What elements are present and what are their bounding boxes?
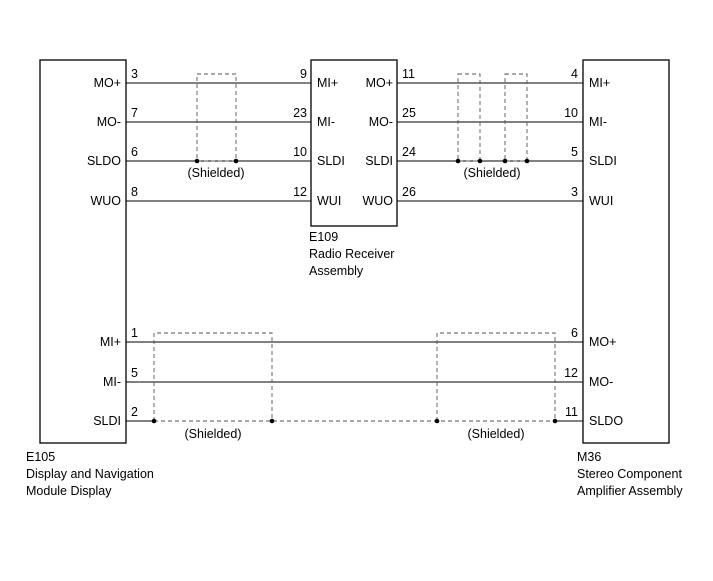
pin-label: WUI [589, 194, 613, 208]
lower-shields [151, 332, 558, 424]
shield-junction-dot [194, 158, 200, 164]
pin-number: 8 [131, 185, 138, 199]
pin-number: 1 [131, 326, 138, 340]
shield-right-upper-b [504, 73, 528, 162]
pin-label: SLDO [589, 414, 623, 428]
lower-wires [126, 341, 583, 422]
pin-number: 3 [571, 185, 578, 199]
shield-junction-dot [455, 158, 461, 164]
pin-number: 24 [402, 145, 416, 159]
shield-junction-dot [233, 158, 239, 164]
shield-junction-dot [524, 158, 530, 164]
shield-label: (Shielded) [188, 166, 245, 180]
shield-label: (Shielded) [185, 427, 242, 441]
pin-number: 10 [293, 145, 307, 159]
pin-label: WUI [317, 194, 341, 208]
e109-left-pins: MI+ 9 MI- 23 SLDI 10 WUI 12 [293, 67, 345, 208]
shield-label: (Shielded) [464, 166, 521, 180]
pin-label: MI- [317, 115, 335, 129]
component-e105-box [39, 59, 127, 444]
pin-label: MO- [369, 115, 393, 129]
component-m36-box [582, 59, 670, 444]
component-code: E109 [309, 230, 338, 244]
pin-label: MI+ [317, 76, 338, 90]
component-name-line1: Display and Navigation [26, 467, 154, 481]
pin-label: MO+ [94, 76, 121, 90]
m36-lower-pins: MO+ 6 MO- 12 SLDO 11 [564, 326, 623, 428]
pin-label: SLDO [87, 154, 121, 168]
component-code: E105 [26, 450, 55, 464]
shield-junction-dot [552, 418, 558, 424]
pin-number: 3 [131, 67, 138, 81]
pin-label: WUO [90, 194, 121, 208]
shield-junction-dot [477, 158, 483, 164]
pin-label: SLDI [317, 154, 345, 168]
shield-right-upper-a [457, 73, 481, 162]
shield-junction-dot [502, 158, 508, 164]
pin-label: WUO [362, 194, 393, 208]
pin-number: 6 [131, 145, 138, 159]
shield-left-upper [196, 73, 237, 162]
pin-label: MI+ [589, 76, 610, 90]
shield-junction-dot [269, 418, 275, 424]
pin-number: 10 [564, 106, 578, 120]
shield-junction-dot [151, 418, 157, 424]
pin-number: 7 [131, 106, 138, 120]
pin-label: MI+ [100, 335, 121, 349]
pin-number: 9 [300, 67, 307, 81]
e109-caption: E109 Radio Receiver Assembly [309, 230, 394, 278]
pin-label: MI- [589, 115, 607, 129]
e105-lower-pins: MI+ 1 MI- 5 SLDI 2 [93, 326, 138, 428]
pin-number: 4 [571, 67, 578, 81]
component-name-line2: Module Display [26, 484, 112, 498]
pin-label: SLDI [365, 154, 393, 168]
upper-shields [194, 73, 530, 164]
m36-upper-pins: MI+ 4 MI- 10 SLDI 5 WUI 3 [564, 67, 617, 208]
pin-number: 23 [293, 106, 307, 120]
pin-number: 11 [402, 67, 415, 81]
pin-label: MO- [97, 115, 121, 129]
pin-label: MO+ [589, 335, 616, 349]
pin-label: MO- [589, 375, 613, 389]
pin-label: SLDI [589, 154, 617, 168]
pin-number: 5 [131, 366, 138, 380]
upper-wires [126, 82, 583, 202]
shield-lower-right [436, 332, 556, 421]
pin-number: 2 [131, 405, 138, 419]
component-e109-box [310, 59, 398, 227]
component-code: M36 [577, 450, 601, 464]
pin-label: MI- [103, 375, 121, 389]
pin-number: 26 [402, 185, 416, 199]
shield-label: (Shielded) [468, 427, 525, 441]
shield-lower-left [153, 332, 273, 421]
pin-number: 25 [402, 106, 416, 120]
e109-right-pins: MO+ 11 MO- 25 SLDI 24 WUO 26 [362, 67, 416, 208]
e105-caption: E105 Display and Navigation Module Displ… [26, 450, 154, 498]
shield-junction-dot [434, 418, 440, 424]
pin-number: 12 [564, 366, 578, 380]
pin-number: 11 [565, 405, 578, 419]
m36-caption: M36 Stereo Component Amplifier Assembly [577, 450, 683, 498]
pin-number: 6 [571, 326, 578, 340]
component-name-line1: Radio Receiver [309, 247, 394, 261]
pin-label: SLDI [93, 414, 121, 428]
component-name-line1: Stereo Component [577, 467, 682, 481]
component-name-line2: Assembly [309, 264, 364, 278]
component-name-line2: Amplifier Assembly [577, 484, 683, 498]
pin-number: 12 [293, 185, 307, 199]
e105-upper-pins: MO+ 3 MO- 7 SLDO 6 WUO 8 [87, 67, 138, 208]
pin-label: MO+ [366, 76, 393, 90]
pin-number: 5 [571, 145, 578, 159]
